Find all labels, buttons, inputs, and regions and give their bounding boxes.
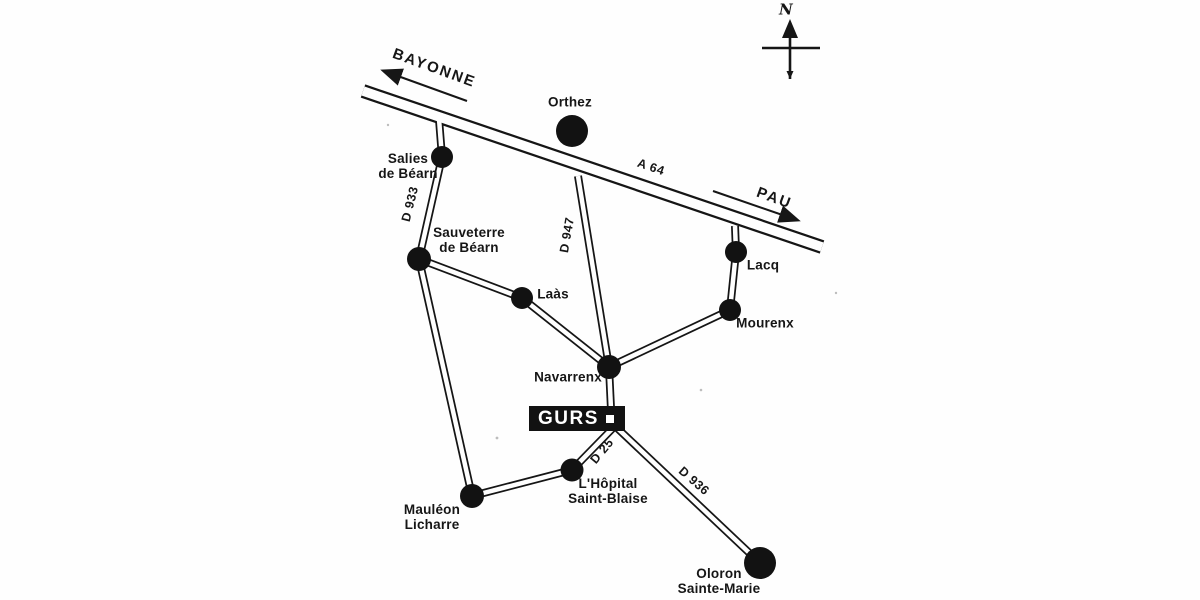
gurs-camp-box: GURS [529, 406, 625, 431]
town-label-oloron-sainte-marie: Oloron Sainte-Marie [677, 565, 761, 596]
town-label-navarrenx: Navarrenx [534, 369, 602, 385]
town-label-sauveterre-de-bearn: Sauveterre de Béarn [433, 224, 505, 255]
gurs-camp-label: GURS [538, 408, 599, 429]
town-label-salies-de-bearn: Salies de Béarn [378, 150, 438, 181]
town-label-orthez: Orthez [548, 94, 592, 110]
town-dot-salies-de-bearn [431, 146, 453, 168]
pau-arrow [712, 190, 801, 223]
town-dot-lacq [725, 241, 747, 263]
town-label-lacq: Lacq [746, 257, 780, 273]
direction-arrows [380, 68, 801, 223]
town-dot-mourenx [719, 299, 741, 321]
town-dot-orthez [556, 115, 588, 147]
town-dot-oloron-sainte-marie [744, 547, 776, 579]
town-label-mourenx: Mourenx [736, 315, 794, 331]
town-dot-mauleon-licharre [460, 484, 484, 508]
town-label-lhopital-saint-blaise: L'Hôpital Saint-Blaise [568, 475, 648, 506]
town-dot-navarrenx [597, 355, 621, 379]
town-label-mauleon-licharre: Mauléon Licharre [403, 501, 461, 532]
town-dot-sauveterre-de-bearn [407, 247, 431, 271]
town-label-laas: Laàs [537, 286, 569, 302]
scan-speckles [386, 123, 838, 440]
town-dots [407, 115, 776, 579]
compass-north-arrowhead [782, 19, 798, 38]
bayonne-arrow [380, 68, 468, 102]
town-dot-lhopital-saint-blaise [560, 458, 584, 482]
compass-north-label: N [779, 0, 793, 19]
gurs-camp-marker-icon [605, 414, 614, 423]
compass-rose [762, 19, 820, 79]
town-dot-laas [511, 287, 533, 309]
